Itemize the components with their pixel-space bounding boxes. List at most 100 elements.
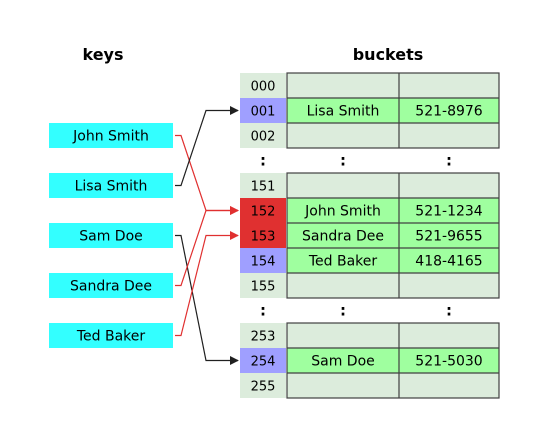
- key-box-bg: [49, 173, 173, 198]
- bucket-index-cell: [240, 323, 286, 348]
- bucket-name-text: Sandra Dee: [302, 229, 384, 245]
- bucket-phone-text: 521-1234: [415, 204, 482, 220]
- bucket-index-label: 002: [251, 130, 276, 145]
- bucket-index-label: 154: [251, 255, 276, 270]
- bucket-index-label: 000: [251, 80, 276, 95]
- bucket-index-label: 254: [251, 355, 276, 370]
- bucket-name-cell: [287, 98, 399, 123]
- bucket-row: 254 Sam Doe 521-5030: [240, 348, 499, 373]
- ellipsis-mark: :: [260, 302, 266, 320]
- bucket-row: 002: [240, 123, 499, 148]
- bucket-index-label: 255: [251, 380, 276, 395]
- mapping-arrow: [175, 234, 239, 365]
- bucket-name-cell: [287, 248, 399, 273]
- mapping-arrow: [175, 231, 239, 337]
- bucket-name-cell: [287, 173, 399, 198]
- mapping-arrow: [175, 106, 239, 187]
- bucket-phone-cell: [399, 173, 499, 198]
- key-box: John Smith: [49, 123, 173, 148]
- bucket-name-cell: [287, 323, 399, 348]
- bucket-grid: [286, 322, 500, 399]
- bucket-phone-cell: [399, 123, 499, 148]
- bucket-name-text: Ted Baker: [308, 254, 378, 270]
- bucket-phone-text: 521-9655: [415, 229, 482, 245]
- bucket-grid: [286, 72, 500, 149]
- bucket-index-cell: [240, 198, 286, 223]
- bucket-phone-text: 418-4165: [415, 254, 482, 270]
- bucket-name-cell: [287, 273, 399, 298]
- bucket-row: 154 Ted Baker 418-4165: [240, 248, 499, 273]
- bucket-index-label: 152: [251, 205, 276, 220]
- bucket-index-cell: [240, 73, 286, 98]
- bucket-row: 000: [240, 73, 499, 98]
- bucket-name-cell: [287, 373, 399, 398]
- bucket-index-cell: [240, 123, 286, 148]
- bucket-row: 255: [240, 373, 499, 398]
- bucket-name-cell: [287, 223, 399, 248]
- bucket-index-cell: [240, 373, 286, 398]
- bucket-row: 155: [240, 273, 499, 298]
- bucket-index-label: 253: [251, 330, 276, 345]
- key-box-bg: [49, 273, 173, 298]
- key-label: Ted Baker: [76, 329, 146, 345]
- bucket-index-label: 001: [251, 105, 276, 120]
- bucket-index-label: 155: [251, 280, 276, 295]
- key-label: John Smith: [72, 129, 149, 145]
- bucket-name-cell: [287, 198, 399, 223]
- key-label: Lisa Smith: [75, 179, 148, 195]
- bucket-index-cell: [240, 273, 286, 298]
- bucket-name-text: Sam Doe: [311, 354, 375, 370]
- bucket-name-cell: [287, 123, 399, 148]
- bucket-phone-cell: [399, 273, 499, 298]
- key-box-bg: [49, 223, 173, 248]
- bucket-index-label: 153: [251, 230, 276, 245]
- bucket-row: 153 Sandra Dee 521-9655: [240, 223, 499, 248]
- key-label: Sam Doe: [79, 229, 143, 245]
- bucket-grid: [286, 172, 500, 299]
- bucket-row: 152 John Smith 521-1234: [240, 198, 499, 223]
- bucket-phone-cell: [399, 198, 499, 223]
- bucket-index-cell: [240, 173, 286, 198]
- bucket-index-cell: [240, 248, 286, 273]
- ellipsis-mark: :: [446, 302, 452, 320]
- bucket-row: 151: [240, 173, 499, 198]
- bucket-name-text: John Smith: [304, 204, 381, 220]
- bucket-phone-cell: [399, 373, 499, 398]
- bucket-phone-text: 521-8976: [415, 104, 482, 120]
- key-box: Sandra Dee: [49, 273, 173, 298]
- bucket-phone-cell: [399, 348, 499, 373]
- bucket-name-text: Lisa Smith: [307, 104, 380, 120]
- bucket-name-cell: [287, 73, 399, 98]
- ellipsis-mark: :: [446, 152, 452, 170]
- key-box: Sam Doe: [49, 223, 173, 248]
- key-label: Sandra Dee: [70, 279, 152, 295]
- key-box-bg: [49, 123, 173, 148]
- bucket-phone-cell: [399, 98, 499, 123]
- bucket-phone-cell: [399, 73, 499, 98]
- bucket-phone-cell: [399, 323, 499, 348]
- key-box-bg: [49, 323, 173, 348]
- bucket-phone-text: 521-5030: [415, 354, 482, 370]
- ellipsis-mark: :: [340, 302, 346, 320]
- bucket-index-cell: [240, 98, 286, 123]
- bucket-index-cell: [240, 348, 286, 373]
- mapping-arrows: [175, 106, 239, 365]
- buckets-header: buckets: [353, 45, 424, 64]
- key-box: Lisa Smith: [49, 173, 173, 198]
- bucket-row: 253: [240, 323, 499, 348]
- bucket-row: 001 Lisa Smith 521-8976: [240, 98, 499, 123]
- ellipsis-mark: :: [260, 152, 266, 170]
- keys-header: keys: [82, 45, 123, 64]
- bucket-index-cell: [240, 223, 286, 248]
- bucket-index-label: 151: [251, 180, 276, 195]
- key-box: Ted Baker: [49, 323, 173, 348]
- bucket-phone-cell: [399, 248, 499, 273]
- mapping-arrow: [175, 206, 239, 287]
- bucket-phone-cell: [399, 223, 499, 248]
- mapping-arrow: [175, 134, 239, 215]
- ellipsis-mark: :: [340, 152, 346, 170]
